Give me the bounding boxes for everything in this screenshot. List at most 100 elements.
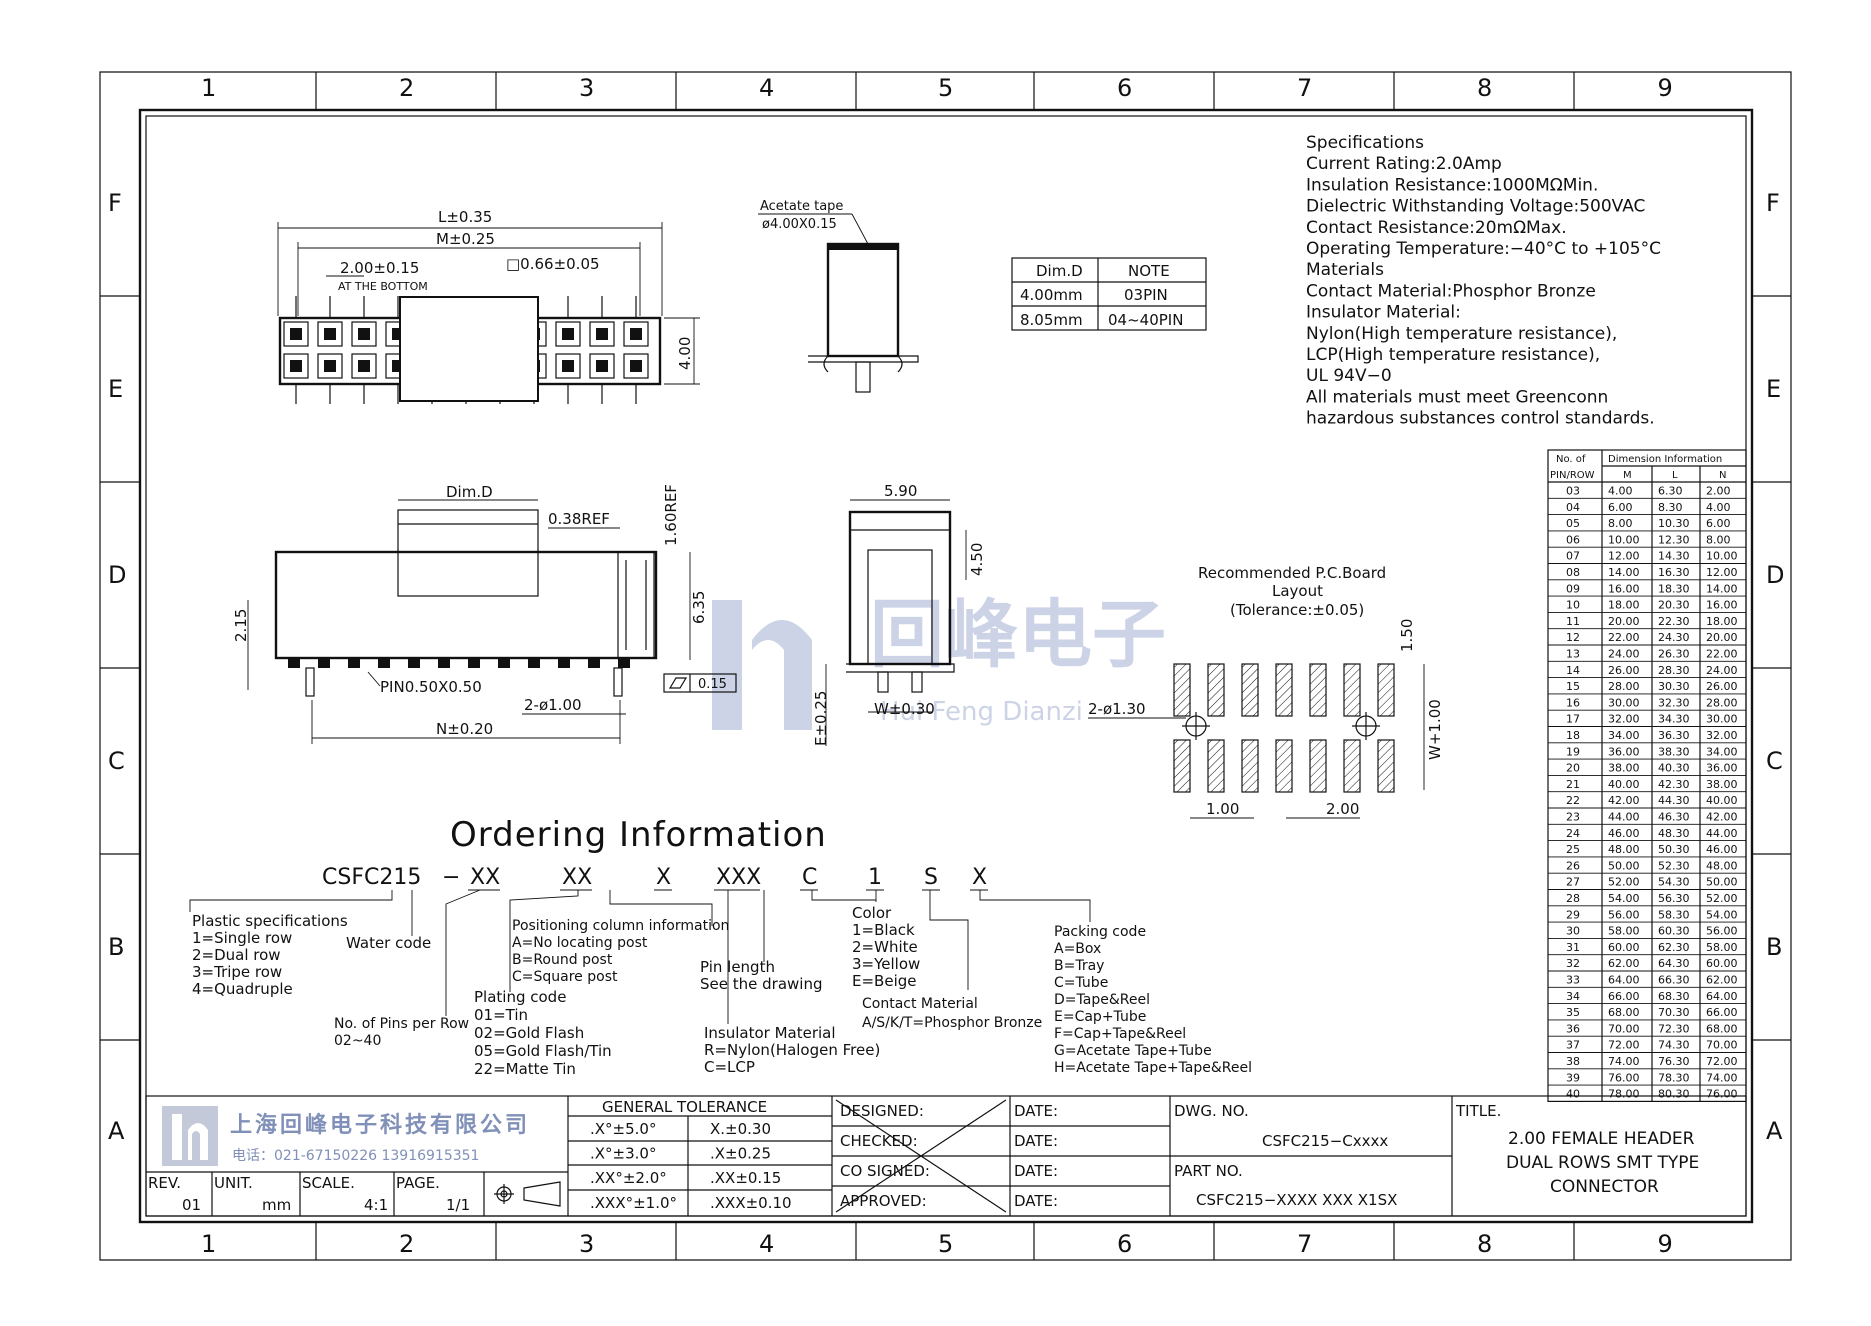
dim-table-cell: 24.30	[1658, 631, 1690, 644]
dim-table-cell: 17	[1566, 713, 1580, 726]
dim-table-cell: 48.30	[1658, 827, 1690, 840]
column-label-bottom-2: 2	[399, 1230, 414, 1258]
spec-line-13: hazardous substances control standards.	[1306, 409, 1655, 429]
order-code-part-9: X	[972, 865, 987, 890]
scale-label: SCALE.	[302, 1174, 355, 1192]
dim-table-cell: 32	[1566, 957, 1580, 970]
dim-table-cell: 52.00	[1706, 892, 1738, 905]
column-label-top-8: 8	[1477, 74, 1492, 102]
row-label-left-F: F	[108, 189, 122, 217]
column-label-bottom-7: 7	[1297, 1230, 1312, 1258]
dim-table-cell: 72.30	[1658, 1022, 1690, 1035]
order-plastic-3: 3=Tripe row	[192, 963, 282, 981]
side-pin-foot	[498, 658, 510, 668]
dim-table-cell: 36.00	[1608, 745, 1640, 758]
dim-table-cell: 16	[1566, 696, 1580, 709]
order-plating-4: 22=Matte Tin	[474, 1060, 576, 1078]
title-block: 上海回峰电子科技有限公司 电话：021-67150226 13916915351…	[145, 1095, 1747, 1217]
row-label-left-B: B	[108, 933, 124, 961]
dim-table-cell: 44.30	[1658, 794, 1690, 807]
top-pin-cell	[589, 321, 615, 347]
side-pin-foot	[318, 658, 330, 668]
pcb-pad-top	[1377, 663, 1395, 717]
dim-table-cell: 19	[1566, 745, 1580, 758]
pcb-pad-bottom	[1377, 739, 1395, 793]
dim-215: 2.15	[232, 609, 250, 642]
dim-table-cell: 08	[1566, 566, 1580, 579]
tol-linear-0: X.±0.30	[710, 1120, 771, 1138]
pcb-pad-top	[1343, 663, 1361, 717]
order-packing-4: D=Tape&Reel	[1054, 992, 1150, 1008]
dwg-no-value: CSFC215−Cxxxx	[1262, 1132, 1388, 1150]
l-dim: L±0.35	[438, 208, 492, 226]
dim-table-cell: 32.00	[1608, 713, 1640, 726]
dim-table-cell: 60.00	[1608, 941, 1640, 954]
ordering-title: Ordering Information	[450, 815, 827, 855]
height-dim: 4.00	[676, 337, 694, 370]
dim-table-cell: 05	[1566, 517, 1580, 530]
dim-table-cell: 70.30	[1658, 1006, 1690, 1019]
dimd-header-1: NOTE	[1128, 262, 1170, 280]
dim-table-cell: 76.30	[1658, 1055, 1690, 1068]
dim-table-cell: 74.30	[1658, 1039, 1690, 1052]
dim-table-cell: 50.30	[1658, 843, 1690, 856]
spec-line-12: All materials must meet Greenconn	[1306, 387, 1608, 407]
dim-table-cell: 58.00	[1608, 925, 1640, 938]
tol-angle-1: .X°±3.0°	[590, 1145, 656, 1163]
order-plating-1: 01=Tin	[474, 1006, 528, 1024]
dim-table-cell: 18.00	[1608, 599, 1640, 612]
dim-table-cell: 06	[1566, 533, 1580, 546]
dim-table-cell: 30.00	[1706, 713, 1738, 726]
part-no-label: PART NO.	[1174, 1162, 1243, 1180]
dim-table-cell: 10	[1566, 599, 1580, 612]
dim-table-cell: 11	[1566, 615, 1580, 628]
dim-table-cell: 09	[1566, 582, 1580, 595]
square-dim: □0.66±0.05	[506, 255, 600, 273]
spec-line-4: Contact Resistance:20mΩMax.	[1306, 218, 1567, 238]
dim-table-cell: 80.30	[1658, 1088, 1690, 1101]
column-label-top-3: 3	[579, 74, 594, 102]
company-phone: 电话：021-67150226 13916915351	[232, 1148, 479, 1164]
pcb-title: Recommended P.C.Board	[1198, 564, 1386, 582]
spec-line-7: Contact Material:Phosphor Bronze	[1306, 281, 1596, 301]
dim-table-cell: 8.00	[1706, 533, 1731, 546]
dim-table-cell: 64.30	[1658, 957, 1690, 970]
dim-table-cell: 42.30	[1658, 778, 1690, 791]
pcb-pad-len: 1.50	[1398, 619, 1416, 652]
column-label-top-1: 1	[201, 74, 216, 102]
column-label-bottom-9: 9	[1658, 1230, 1673, 1258]
dim-table-cell: 21	[1566, 778, 1580, 791]
signoff-date-1: DATE:	[1014, 1132, 1058, 1150]
top-pin-contact	[290, 328, 302, 340]
dim-table-cell: 16.00	[1608, 582, 1640, 595]
signoff-label-1: CHECKED:	[840, 1132, 918, 1150]
dim-table-cell: 66.30	[1658, 974, 1690, 987]
side-pin-foot	[558, 658, 570, 668]
signoff-label-2: CO SIGNED:	[840, 1162, 930, 1180]
order-packing-1: A=Box	[1054, 941, 1101, 957]
dim-table-cell: 07	[1566, 550, 1580, 563]
top-pin-cell	[623, 321, 649, 347]
order-packing-2: B=Tray	[1054, 958, 1104, 974]
dim-table-cell: 66.00	[1706, 1006, 1738, 1019]
order-code-part-1: −	[442, 865, 460, 890]
row-label-right-C: C	[1766, 747, 1783, 775]
dim-table-cell: 60.00	[1706, 957, 1738, 970]
pcb-pad-bottom	[1241, 739, 1259, 793]
dim-table-cell: 20.00	[1608, 615, 1640, 628]
order-plating-3: 05=Gold Flash/Tin	[474, 1042, 612, 1060]
order-position-0: Positioning column information	[512, 918, 729, 934]
dim-table-hdr-group: Dimension Information	[1608, 454, 1722, 465]
top-pin-cell	[317, 321, 343, 347]
tol-angle-2: .XX°±2.0°	[590, 1169, 667, 1187]
dim-table-cell: 56.30	[1658, 892, 1690, 905]
dim-table-col-L: L	[1672, 470, 1678, 481]
dim-table-cell: 30.00	[1608, 696, 1640, 709]
dwg-no-label: DWG. NO.	[1174, 1102, 1249, 1120]
order-plating-2: 02=Gold Flash	[474, 1024, 584, 1042]
pcb-pad-bottom	[1207, 739, 1225, 793]
